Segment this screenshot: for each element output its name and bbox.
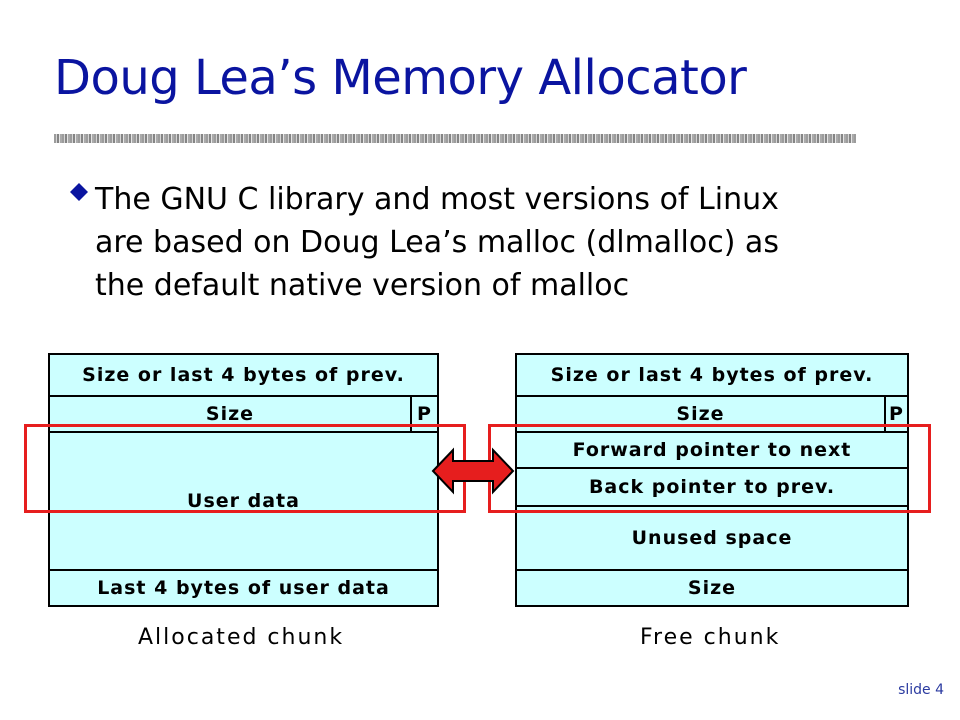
slide-title: Doug Lea’s Memory Allocator (54, 50, 747, 106)
alloc-last-bytes-label: Last 4 bytes of user data (97, 577, 390, 599)
alloc-highlight-box (24, 424, 466, 513)
alloc-last-bytes-field: Last 4 bytes of user data (48, 569, 439, 607)
free-forward-pointer-field: Forward pointer to next (515, 431, 909, 469)
free-chunk-caption: Free chunk (640, 625, 781, 650)
free-size-footer-label: Size (687, 577, 737, 599)
bullet-text: The GNU C library and most versions of L… (95, 178, 855, 307)
alloc-p-flag-label: P (417, 403, 432, 425)
bullet-line-1: The GNU C library and most versions of L… (95, 182, 779, 217)
alloc-size-prev-label: Size or last 4 bytes of prev. (82, 364, 405, 386)
free-p-flag-label: P (889, 403, 904, 425)
free-back-pointer-field: Back pointer to prev. (515, 467, 909, 507)
bullet-line-3: the default native version of malloc (95, 268, 630, 303)
title-divider (54, 134, 856, 143)
alloc-size-label: Size (205, 403, 255, 425)
free-size-prev-label: Size or last 4 bytes of prev. (550, 364, 874, 386)
free-unused-space-label: Unused space (631, 527, 793, 549)
free-size-footer-field: Size (515, 569, 909, 607)
bullet-line-2: are based on Doug Lea’s malloc (dlmalloc… (95, 225, 779, 260)
double-arrow-icon (431, 447, 515, 495)
free-size-label: Size (676, 403, 725, 425)
free-highlight-box (488, 424, 931, 513)
slide-number: slide 4 (898, 682, 944, 698)
allocated-chunk-caption: Allocated chunk (138, 625, 345, 650)
free-back-pointer-label: Back pointer to prev. (588, 476, 836, 498)
bullet-diamond-icon (70, 183, 88, 201)
alloc-size-prev-field: Size or last 4 bytes of prev. (48, 353, 439, 397)
free-forward-pointer-label: Forward pointer to next (572, 439, 852, 461)
free-unused-space-field: Unused space (515, 505, 909, 571)
free-size-prev-field: Size or last 4 bytes of prev. (515, 353, 909, 397)
alloc-user-data-label: User data (187, 490, 300, 512)
